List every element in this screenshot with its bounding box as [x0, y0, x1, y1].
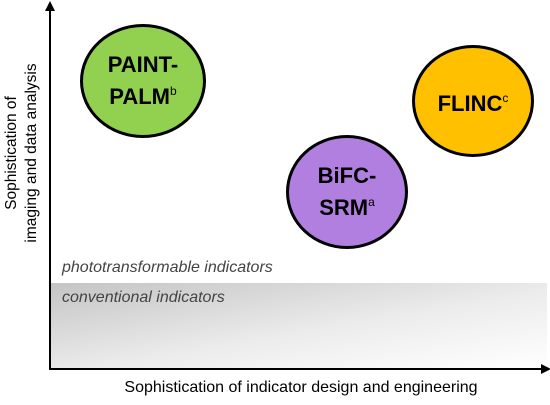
y-axis-label-line2: imaging and data analysis [23, 63, 40, 243]
bubble-bifc-srm-line1: BiFC- [317, 163, 377, 188]
bubble-paint-palm-line1: PAINT- [107, 52, 179, 77]
bubble-paint-palm: PAINT- PALMb [80, 24, 206, 138]
bubble-paint-palm-superscript: b [170, 84, 177, 98]
bubble-bifc-srm-superscript: a [368, 195, 375, 209]
bubble-flinc-superscript: c [502, 91, 509, 105]
conventional-band [50, 283, 547, 368]
phototransformable-label: phototransformable indicators [62, 259, 273, 276]
y-axis-label: Sophistication of imaging and data analy… [2, 38, 44, 268]
bubble-flinc: FLINCc [412, 45, 534, 157]
conventional-label: conventional indicators [62, 289, 225, 306]
bubble-paint-palm-line2: PALM [109, 84, 170, 109]
x-axis-label: Sophistication of indicator design and e… [124, 379, 478, 396]
bubble-flinc-line1: FLINC [437, 91, 503, 116]
bubble-bifc-srm: BiFC- SRMa [286, 135, 408, 249]
bubble-bifc-srm-line2: SRM [319, 195, 369, 220]
y-axis-label-line1: Sophistication of [3, 96, 20, 210]
